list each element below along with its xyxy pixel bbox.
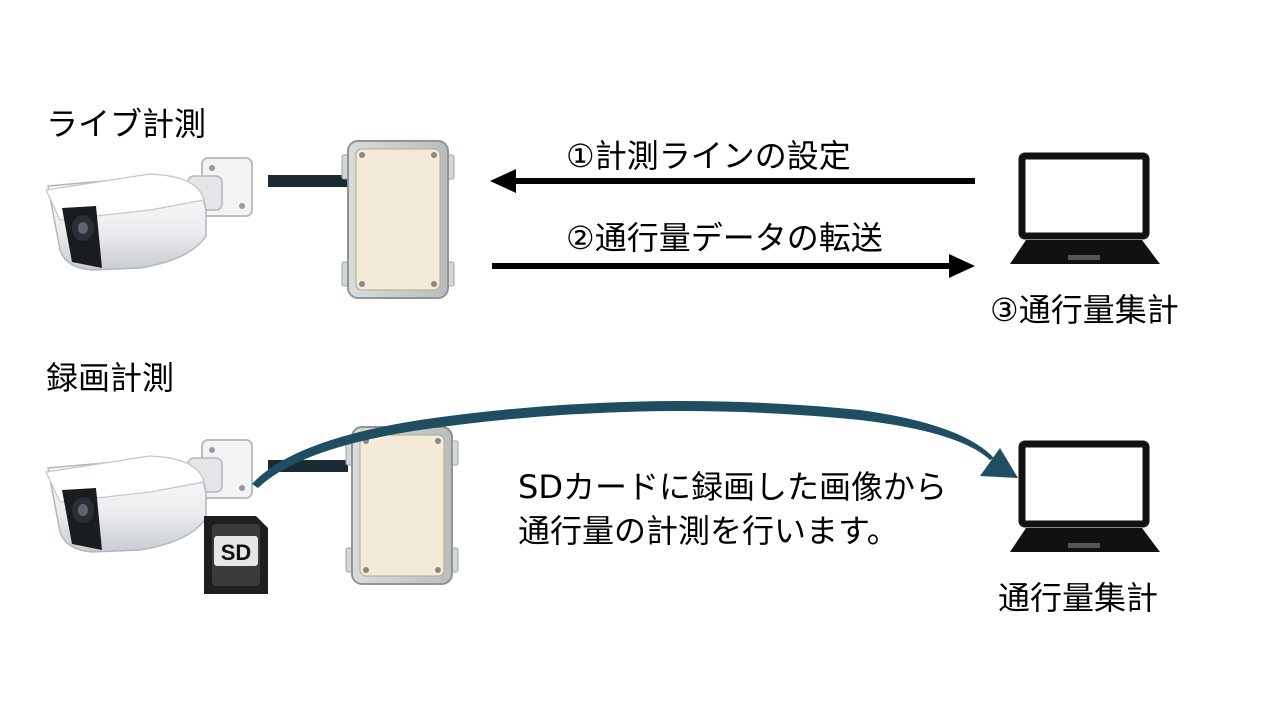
live-section-title: ライブ計測 bbox=[46, 105, 207, 143]
camera-icon bbox=[45, 439, 253, 553]
control-box-icon bbox=[345, 426, 459, 585]
control-box-icon bbox=[341, 140, 455, 299]
recorded-section-title: 録画計測 bbox=[46, 359, 175, 397]
pc-caption-recorded: 通行量集計 bbox=[998, 579, 1159, 617]
recorded-note-line1: SDカードに録画した画像から bbox=[518, 468, 947, 506]
laptop-icon bbox=[1010, 440, 1160, 552]
arrow-label-set-line: ①計測ラインの設定 bbox=[566, 137, 851, 175]
camera-icon bbox=[45, 157, 253, 271]
arrow-set-line bbox=[490, 169, 975, 193]
recorded-note: SDカードに録画した画像から 通行量の計測を行います。 bbox=[518, 465, 947, 553]
sd-card-label: SD bbox=[221, 540, 252, 565]
laptop-icon bbox=[1010, 152, 1160, 264]
pc-caption-live: ③通行量集計 bbox=[990, 291, 1179, 329]
curved-arrow-sd-to-pc bbox=[252, 401, 1018, 488]
cable-live bbox=[268, 175, 348, 187]
arrow-label-transfer: ②通行量データの転送 bbox=[566, 219, 883, 257]
arrow-transfer bbox=[492, 254, 975, 278]
recorded-note-line2: 通行量の計測を行います。 bbox=[518, 512, 899, 550]
sd-card-icon: SD bbox=[204, 516, 268, 594]
